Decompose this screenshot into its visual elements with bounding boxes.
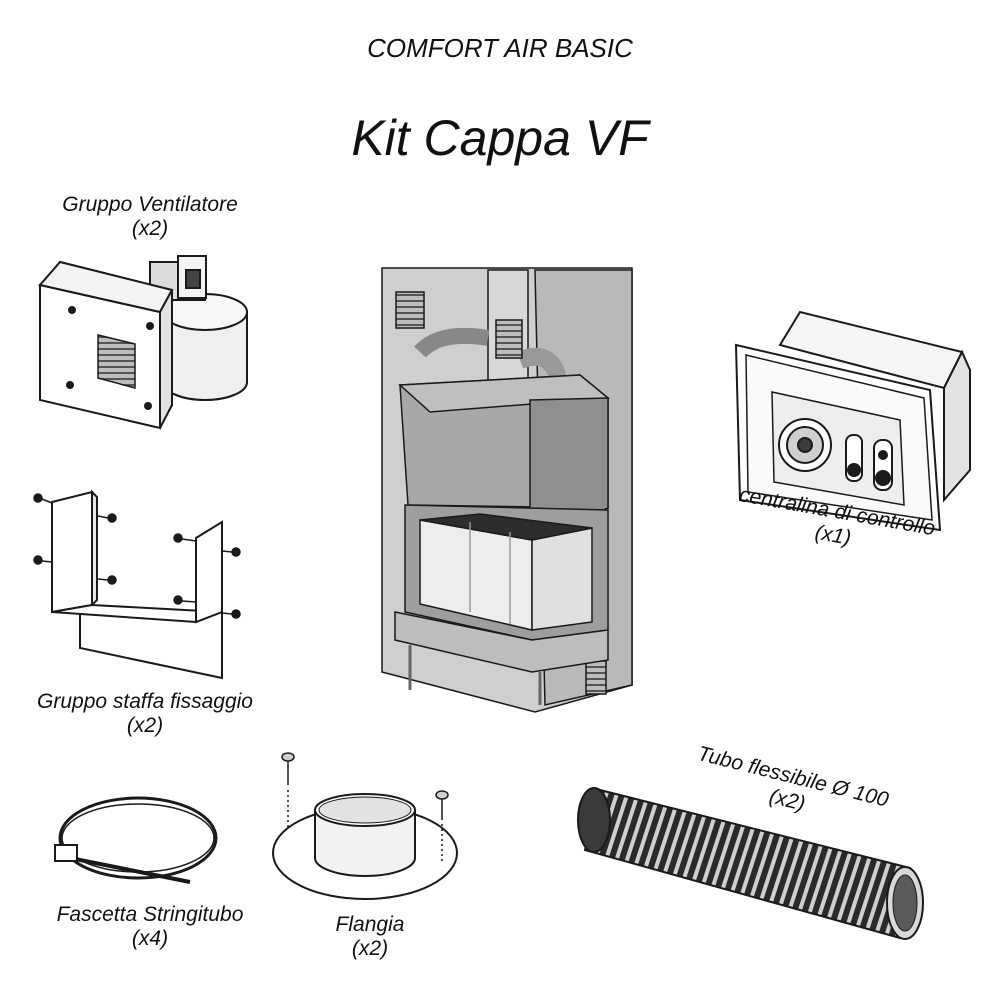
flange-qty: (x2) <box>351 937 389 961</box>
fan-group-name: Gruppo Ventilatore <box>62 193 238 216</box>
label-fan-group: Gruppo Ventilatore (x2) <box>0 193 300 241</box>
hose-clamp-qty: (x4) <box>131 927 169 951</box>
fan-unit-illustration <box>38 255 248 430</box>
hose-clamp-illustration <box>54 796 218 884</box>
label-bracket-group: Gruppo staffa fissaggio (x2) <box>0 690 290 738</box>
flexible-hose-illustration <box>577 787 924 940</box>
bracket-illustration <box>33 489 241 680</box>
flange-illustration <box>272 752 458 900</box>
bracket-group-name: Gruppo staffa fissaggio <box>37 690 253 713</box>
hose-clamp-name: Fascetta Stringitubo <box>56 903 244 926</box>
fireplace-assembly-illustration <box>381 267 633 713</box>
label-hose-clamp: Fascetta Stringitubo (x4) <box>20 903 280 951</box>
label-flange: Flangia (x2) <box>300 913 440 961</box>
kit-title: Kit Cappa VF <box>351 110 649 166</box>
product-subtitle: COMFORT AIR BASIC <box>367 33 633 63</box>
flange-name: Flangia <box>335 913 405 936</box>
fan-group-qty: (x2) <box>131 217 169 241</box>
control-unit-illustration <box>734 310 971 532</box>
bracket-group-qty: (x2) <box>126 714 164 738</box>
